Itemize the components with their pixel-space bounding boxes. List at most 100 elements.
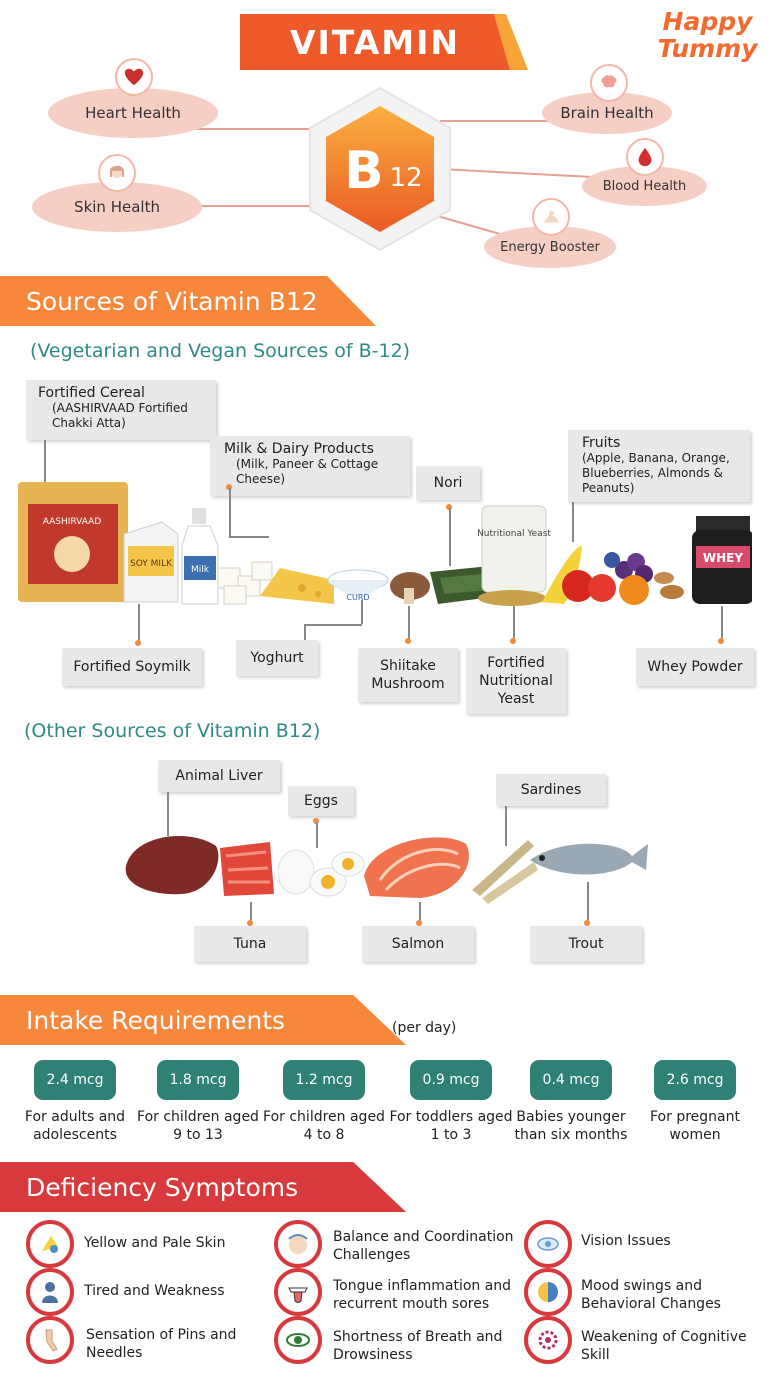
cereal-sub: (AASHIRVAAD Fortified Chakki Atta) (52, 401, 188, 430)
label-fortified-soymilk: Fortified Soymilk (62, 648, 202, 686)
pin-line-liver (167, 792, 169, 836)
svg-text:Nutritional Yeast: Nutritional Yeast (477, 529, 551, 539)
pin-dot-shiitake (405, 638, 411, 644)
cereal-title: Fortified Cereal (38, 385, 145, 401)
pin-line-soymilk (138, 604, 140, 642)
connector-skin (170, 205, 330, 207)
label-tuna: Tuna (194, 926, 306, 962)
intake-group-children-4-8: For children aged 4 to 8 (263, 1109, 385, 1143)
pin-line-dairy (229, 488, 231, 538)
label-nori: Nori (416, 466, 480, 500)
whey-jar-image: WHEY (692, 516, 752, 604)
symptom-tongue-inflammation: Tongue inflammation and recurrent mouth … (333, 1278, 512, 1312)
curd-bowl-image: CURD (327, 569, 389, 602)
intake-group-children-9-13: For children aged 9 to 13 (137, 1109, 259, 1143)
logo-line-2: Tummy (657, 34, 758, 63)
svg-text:CURD: CURD (346, 593, 369, 602)
benefit-energy-booster: Energy Booster (484, 226, 616, 268)
per-day-label: (per day) (392, 1020, 457, 1036)
label-fruits: Fruits (Apple, Banana, Orange, Blueberri… (568, 430, 750, 502)
pin-line-eggs (316, 822, 318, 848)
pin-line-nori (449, 508, 451, 566)
connector-heart (170, 128, 330, 130)
svg-text:Milk: Milk (191, 565, 210, 575)
other-heading: (Other Sources of Vitamin B12) (24, 720, 321, 742)
vision-icon (524, 1220, 572, 1268)
woman-face-icon (98, 154, 136, 192)
label-trout: Trout (530, 926, 642, 962)
fruits-sub: (Apple, Banana, Orange, Blueberries, Alm… (582, 451, 730, 495)
symptom-cognitive-skill: Weakening of Cognitive Skill (581, 1329, 747, 1363)
veg-heading: (Vegetarian and Vegan Sources of B-12) (30, 340, 411, 362)
happy-tummy-logo: Happy Tummy (655, 8, 760, 62)
symptom-vision-issues: Vision Issues (581, 1233, 671, 1249)
connector-brain (440, 120, 560, 122)
pin-line-curd-h (304, 624, 362, 626)
intake-chip-adults: 2.4 mcg (34, 1060, 116, 1100)
pin-line-sardines (505, 806, 507, 846)
cheese-image (260, 568, 334, 604)
pin-line-trout (587, 882, 589, 922)
intake-chip-babies: 0.4 mcg (530, 1060, 612, 1100)
pin-dot-tuna (247, 920, 253, 926)
sardines-image (472, 840, 538, 904)
pin-dot-dairy (226, 484, 232, 490)
flexed-arm-icon (532, 198, 570, 236)
heart-icon (115, 58, 153, 96)
fruits-image (542, 546, 684, 605)
veg-foods-illustration: AASHIRVAAD SOY MILK Milk CURD Nu (18, 482, 752, 606)
dizzy-face-icon (274, 1220, 322, 1268)
pin-dot-trout (584, 920, 590, 926)
eggs-image (277, 849, 365, 897)
symptom-pins-needles: Sensation of Pins and Needles (86, 1327, 237, 1361)
pin-dot-nori (446, 504, 452, 510)
pin-dot-eggs (313, 818, 319, 824)
mushroom-image (390, 572, 430, 604)
pin-dot-soymilk (135, 640, 141, 646)
symptom-shortness-breath: Shortness of Breath and Drowsiness (333, 1329, 503, 1363)
pin-line-curd (361, 600, 363, 624)
intake-group-toddlers: For toddlers aged 1 to 3 (389, 1109, 513, 1143)
brain-gear-icon (524, 1316, 572, 1364)
intake-chip-toddlers: 0.9 mcg (410, 1060, 492, 1100)
svg-text:WHEY: WHEY (703, 551, 743, 565)
badge-letter: B (344, 141, 384, 201)
label-shiitake-mushroom: Shiitake Mushroom (358, 648, 458, 702)
soy-milk-carton-image: SOY MILK (123, 521, 179, 603)
badge-number: 12 (389, 163, 422, 193)
benefit-skin-health: Skin Health (32, 182, 202, 232)
mood-face-icon (524, 1268, 572, 1316)
symptom-tired-weakness: Tired and Weakness (84, 1283, 225, 1299)
pin-dot-salmon (416, 920, 422, 926)
milk-bottle-image: Milk (181, 508, 219, 605)
intake-banner: Intake Requirements (0, 995, 406, 1045)
label-sardines: Sardines (496, 774, 606, 806)
intake-chip-pregnant: 2.6 mcg (654, 1060, 736, 1100)
salmon-image (364, 837, 469, 898)
pin-line-tuna (250, 902, 252, 922)
deficiency-banner: Deficiency Symptoms (0, 1162, 406, 1212)
symptom-mood-swings: Mood swings and Behavioral Changes (581, 1278, 721, 1312)
dairy-title: Milk & Dairy Products (224, 441, 374, 457)
label-milk-dairy: Milk & Dairy Products (Milk, Paneer & Co… (210, 436, 410, 496)
nutritional-yeast-jar-image: Nutritional Yeast (477, 505, 551, 606)
label-salmon: Salmon (362, 926, 474, 962)
paneer-cubes-image (217, 561, 273, 605)
svg-text:AASHIRVAAD: AASHIRVAAD (43, 517, 102, 527)
tongue-icon (274, 1268, 322, 1316)
pin-line-cereal (44, 440, 46, 484)
blood-drop-icon (626, 138, 664, 176)
b12-badge: B 12 (309, 86, 451, 252)
brain-icon (590, 64, 628, 102)
dairy-sub: (Milk, Paneer & Cottage Cheese) (236, 457, 379, 486)
label-fortified-nutritional-yeast: Fortified Nutritional Yeast (466, 648, 566, 714)
pin-line-salmon (419, 902, 421, 922)
page-title: VITAMIN (240, 14, 510, 70)
trout-image (530, 843, 648, 875)
intake-chip-children-9-13: 1.8 mcg (157, 1060, 239, 1100)
eye-icon (274, 1316, 322, 1364)
label-whey-powder: Whey Powder (636, 648, 754, 686)
intake-group-pregnant: For pregnant women (650, 1109, 740, 1143)
label-eggs: Eggs (288, 786, 354, 816)
intake-group-babies: Babies younger than six months (514, 1109, 628, 1143)
